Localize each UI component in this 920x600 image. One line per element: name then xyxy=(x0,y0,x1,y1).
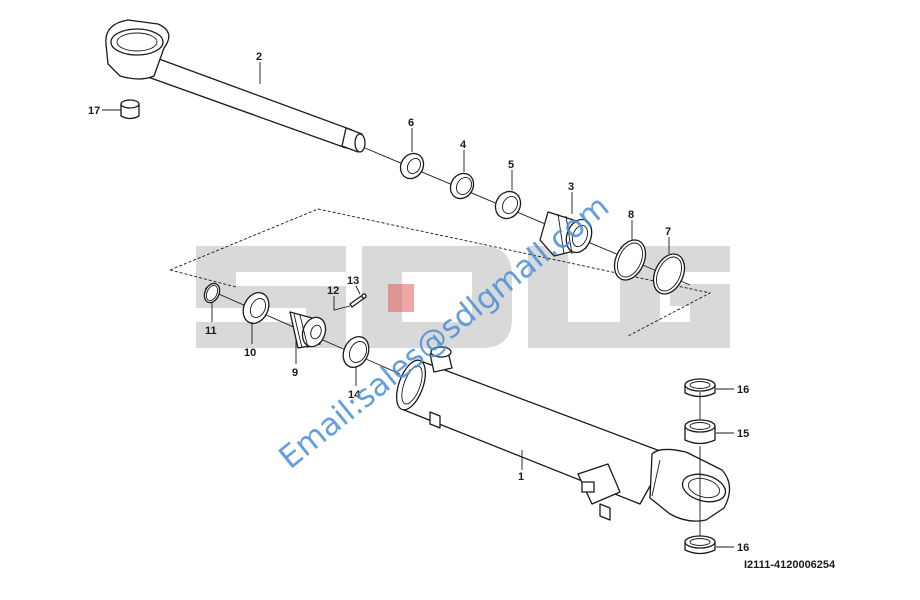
callout-13: 13 xyxy=(347,275,359,287)
callout-2: 2 xyxy=(256,51,262,63)
callout-1: 1 xyxy=(518,471,524,483)
callout-numbers: 2 17 6 4 5 3 8 7 13 12 11 10 9 14 1 16 1… xyxy=(88,51,749,554)
drawing-code: I2111-4120006254 xyxy=(744,559,836,571)
o-ring-8 xyxy=(613,239,647,281)
piston xyxy=(289,311,327,349)
callout-3: 3 xyxy=(568,181,574,193)
o-ring-8-inner xyxy=(617,242,643,278)
callout-9: 9 xyxy=(292,367,298,379)
seal-6 xyxy=(399,152,425,180)
ring-11-inner xyxy=(205,284,219,302)
piston-rod xyxy=(105,19,366,153)
callout-8: 8 xyxy=(628,209,634,221)
cylinder-tube xyxy=(395,346,731,522)
o-ring-7 xyxy=(652,253,686,295)
bushing-15 xyxy=(684,419,716,445)
seal-10 xyxy=(242,291,270,325)
o-ring-7-inner xyxy=(656,256,682,292)
callout-17: 17 xyxy=(88,105,100,117)
callout-11: 11 xyxy=(205,325,217,337)
callout-10: 10 xyxy=(244,347,256,359)
callout-7: 7 xyxy=(665,226,671,238)
leader-lines xyxy=(102,62,734,548)
seal-4 xyxy=(449,172,475,200)
callout-16-bottom: 16 xyxy=(737,542,749,554)
sdlg-logo-watermark xyxy=(196,246,730,348)
callout-14: 14 xyxy=(348,389,361,401)
spacer-ring-16-bottom xyxy=(684,535,716,555)
callout-15: 15 xyxy=(737,428,749,440)
rod-bushing xyxy=(120,99,140,120)
spacer-ring-16-top xyxy=(684,378,716,398)
callout-6: 6 xyxy=(408,117,414,129)
seal-14 xyxy=(342,335,370,369)
exploded-view-outline-base xyxy=(169,269,237,288)
exploded-view-outline xyxy=(169,208,712,337)
callout-5: 5 xyxy=(508,159,514,171)
callout-12: 12 xyxy=(327,285,339,297)
callout-4: 4 xyxy=(460,139,467,151)
cylinder-head xyxy=(539,211,593,257)
lock-pin xyxy=(349,293,367,308)
seal-5 xyxy=(494,190,522,220)
callout-16-top: 16 xyxy=(737,384,749,396)
ring-11 xyxy=(203,282,221,304)
